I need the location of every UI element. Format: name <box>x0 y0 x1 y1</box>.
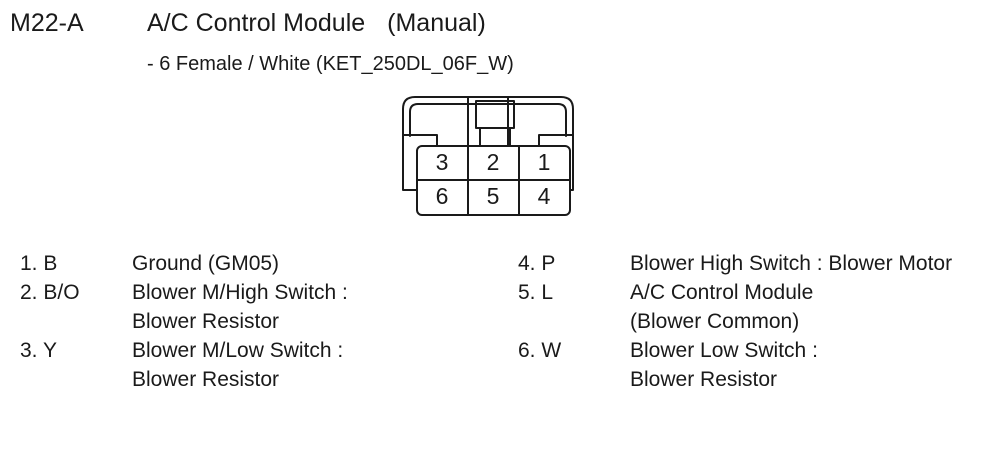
pin-entry-2: 2. B/O Blower M/High Switch : Blower Res… <box>20 278 348 336</box>
pin-entry-2-continuation: Blower Resistor <box>20 307 348 336</box>
pin-number-2: 2 <box>487 149 500 175</box>
pin-number-6: 6 <box>436 183 449 209</box>
pin-entry-2-desc: Blower M/High Switch : <box>132 281 348 304</box>
pin-entry-3-desc-line2: Blower Resistor <box>132 368 280 391</box>
pin-entry-4-label: 4. P <box>518 252 556 275</box>
pin-entry-1-desc: Ground (GM05) <box>132 252 280 275</box>
pin-entry-3-main: 3. Y Blower M/Low Switch : <box>20 336 348 365</box>
shell-inner-outline <box>409 103 567 137</box>
pin-entry-1: 1. B Ground (GM05) <box>20 249 348 278</box>
pin-list-left: 1. B Ground (GM05) 2. B/O Blower M/High … <box>20 249 348 394</box>
pin-entry-4-main: 4. P Blower High Switch : Blower Motor <box>518 249 952 278</box>
pin-entry-3-spacer <box>20 365 132 394</box>
connector-title-row: A/C Control Module (Manual) <box>147 8 486 38</box>
pin-entry-6-label: 6. W <box>518 339 562 362</box>
pin-list-right: 4. P Blower High Switch : Blower Motor 5… <box>518 249 952 394</box>
shell-outer-outline <box>402 96 574 139</box>
pin-entry-5-desc-line2: (Blower Common) <box>630 310 800 333</box>
connector-illustration: 3 2 1 6 5 4 <box>392 88 592 224</box>
pin-entry-1-main: 1. B Ground (GM05) <box>20 249 348 278</box>
pin-entry-2-desc-line2: Blower Resistor <box>132 310 280 333</box>
pin-entry-5-label: 5. L <box>518 281 554 304</box>
pin-entry-5-spacer <box>518 307 630 336</box>
pin-entry-3-continuation: Blower Resistor <box>20 365 348 394</box>
connector-svg: 3 2 1 6 5 4 <box>402 96 574 216</box>
pin-entry-5: 5. L A/C Control Module (Blower Common) <box>518 278 952 336</box>
pin-entry-4: 4. P Blower High Switch : Blower Motor <box>518 249 952 278</box>
pin-entry-4-desc: Blower High Switch : Blower Motor <box>630 252 953 275</box>
connector-subtitle: - 6 Female / White (KET_250DL_06F_W) <box>147 53 514 75</box>
pin-entry-5-main: 5. L A/C Control Module <box>518 278 952 307</box>
pin-number-1: 1 <box>538 149 551 175</box>
pin-entry-6-desc: Blower Low Switch : <box>630 339 818 362</box>
pin-entry-2-main: 2. B/O Blower M/High Switch : <box>20 278 348 307</box>
pin-entry-6: 6. W Blower Low Switch : Blower Resistor <box>518 336 952 394</box>
pin-entry-3-label: 3. Y <box>20 339 57 362</box>
connector-code: M22-A <box>10 9 84 37</box>
pin-entry-3: 3. Y Blower M/Low Switch : Blower Resist… <box>20 336 348 394</box>
pin-number-4: 4 <box>538 183 551 209</box>
latch-tab <box>475 100 515 129</box>
pin-entry-6-desc-line2: Blower Resistor <box>630 368 778 391</box>
pin-entry-6-main: 6. W Blower Low Switch : <box>518 336 952 365</box>
pin-entry-1-label: 1. B <box>20 252 58 275</box>
pin-entry-2-spacer <box>20 307 132 336</box>
pin-entry-6-continuation: Blower Resistor <box>518 365 952 394</box>
pin-number-5: 5 <box>487 183 500 209</box>
connector-mode: (Manual) <box>387 9 486 37</box>
pin-number-3: 3 <box>436 149 449 175</box>
connector-title: A/C Control Module <box>147 9 366 37</box>
pin-entry-2-label: 2. B/O <box>20 281 80 304</box>
pin-entry-5-desc: A/C Control Module <box>630 281 814 304</box>
pin-entry-6-spacer <box>518 365 630 394</box>
pin-entry-5-continuation: (Blower Common) <box>518 307 952 336</box>
pin-entry-3-desc: Blower M/Low Switch : <box>132 339 344 362</box>
